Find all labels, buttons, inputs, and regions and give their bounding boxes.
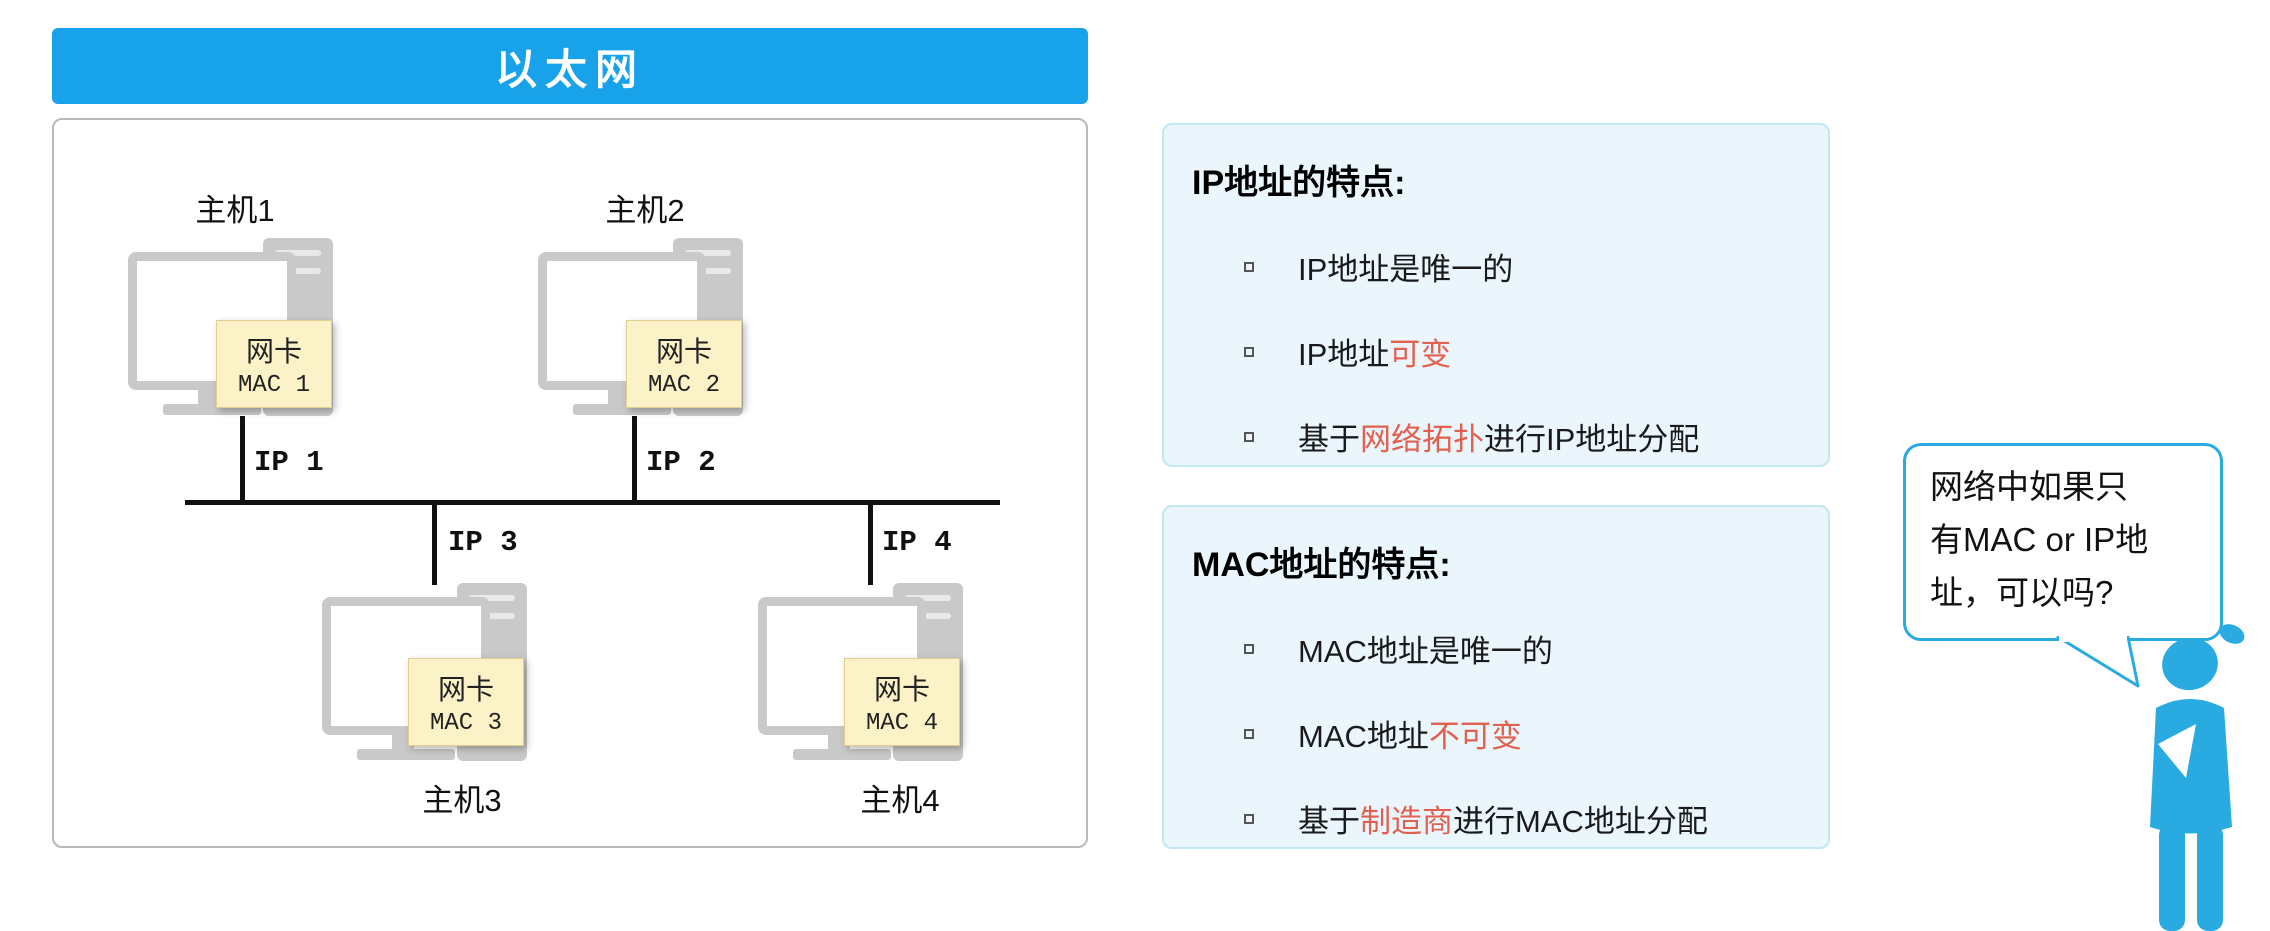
speech-bubble-line: 有MAC or IP地 <box>1930 521 2149 558</box>
item-highlight: 制造商 <box>1360 804 1453 839</box>
speech-bubble-line: 网络中如果只 <box>1930 468 2128 505</box>
nic-label: 网卡 <box>873 673 930 705</box>
list-item: IP地址可变 <box>1244 329 1828 374</box>
tower-slot <box>275 268 321 274</box>
host-2-drop-line <box>632 416 637 502</box>
monitor-base <box>357 749 455 760</box>
mac-features-title: MAC地址的特点: <box>1192 546 1451 584</box>
mac-address-label: MAC 2 <box>647 371 720 399</box>
mac-features-box: MAC地址的特点: MAC地址是唯一的 MAC地址不可变 基于制造商进行MAC地… <box>1162 505 1830 849</box>
item-text: IP地址是唯一的 <box>1298 252 1514 287</box>
host-1-name-label: 主机1 <box>195 193 275 228</box>
nic-note-2: 网卡 MAC 2 <box>626 320 742 408</box>
monitor-base <box>573 404 671 415</box>
item-text: MAC地址 <box>1298 719 1429 754</box>
tower-slot <box>469 595 515 601</box>
item-text: MAC地址是唯一的 <box>1298 634 1553 669</box>
ip-3-label: IP 3 <box>448 526 518 559</box>
mac-address-label: MAC 3 <box>429 709 502 737</box>
ethernet-header: 以太网 <box>52 28 1088 104</box>
speech-bubble-tail <box>2056 636 2140 688</box>
ethernet-bus-line <box>185 500 1000 505</box>
nic-note-1: 网卡 MAC 1 <box>216 320 332 408</box>
mac-address-label: MAC 1 <box>237 371 310 399</box>
monitor-stand <box>198 390 220 404</box>
square-bullet-icon <box>1244 643 1254 654</box>
ip-2-label: IP 2 <box>646 446 716 479</box>
ip-1-label: IP 1 <box>254 446 324 479</box>
nic-note-4: 网卡 MAC 4 <box>844 658 960 746</box>
mac-features-list: MAC地址是唯一的 MAC地址不可变 基于制造商进行MAC地址分配 <box>1164 626 1828 841</box>
thinking-person-figure <box>2150 624 2245 931</box>
square-bullet-icon <box>1244 346 1254 357</box>
square-bullet-icon <box>1244 431 1254 442</box>
list-item: MAC地址是唯一的 <box>1244 626 1828 671</box>
nic-label: 网卡 <box>245 335 302 367</box>
nic-note-3: 网卡 MAC 3 <box>408 658 524 746</box>
item-text: 进行IP地址分配 <box>1484 422 1700 457</box>
speech-bubble: 网络中如果只 有MAC or IP地 址，可以吗? <box>1903 443 2223 641</box>
host-1-drop-line <box>240 416 245 502</box>
square-bullet-icon <box>1244 261 1254 272</box>
ip-features-list: IP地址是唯一的 IP地址可变 基于网络拓扑进行IP地址分配 <box>1164 244 1828 459</box>
list-item: 基于网络拓扑进行IP地址分配 <box>1244 414 1828 459</box>
item-highlight: 可变 <box>1389 337 1452 372</box>
item-text: 进行MAC地址分配 <box>1453 804 1708 839</box>
tower-slot <box>905 595 951 601</box>
host-4-drop-line <box>868 505 873 585</box>
monitor-base <box>793 749 891 760</box>
item-text: 基于 <box>1298 422 1360 457</box>
list-item: MAC地址不可变 <box>1244 711 1828 756</box>
mac-address-label: MAC 4 <box>865 709 938 737</box>
nic-label: 网卡 <box>655 335 712 367</box>
tower-slot <box>275 250 321 256</box>
speech-bubble-line: 址，可以吗? <box>1930 574 2114 611</box>
nic-label: 网卡 <box>437 673 494 705</box>
tower-slot <box>685 268 731 274</box>
item-highlight: 不可变 <box>1428 719 1522 754</box>
ip-features-box: IP地址的特点: IP地址是唯一的 IP地址可变 基于网络拓扑进行IP地址分配 <box>1162 123 1830 467</box>
list-item: IP地址是唯一的 <box>1244 244 1828 289</box>
host-4-name-label: 主机4 <box>860 783 940 818</box>
tower-slot <box>469 613 515 619</box>
host-3-drop-line <box>432 505 437 585</box>
host-2-name-label: 主机2 <box>605 193 685 228</box>
tower-slot <box>905 613 951 619</box>
square-bullet-icon <box>1244 813 1254 824</box>
host-3-name-label: 主机3 <box>422 783 502 818</box>
monitor-stand <box>608 390 630 404</box>
ip-features-title: IP地址的特点: <box>1192 164 1406 202</box>
item-text: IP地址 <box>1298 337 1390 372</box>
item-highlight: 网络拓扑 <box>1360 422 1484 457</box>
monitor-base <box>163 404 261 415</box>
list-item: 基于制造商进行MAC地址分配 <box>1244 796 1828 841</box>
ethernet-title: 以太网 <box>494 45 645 93</box>
item-text: 基于 <box>1298 804 1360 839</box>
square-bullet-icon <box>1244 728 1254 739</box>
tower-slot <box>685 250 731 256</box>
ip-4-label: IP 4 <box>882 526 952 559</box>
